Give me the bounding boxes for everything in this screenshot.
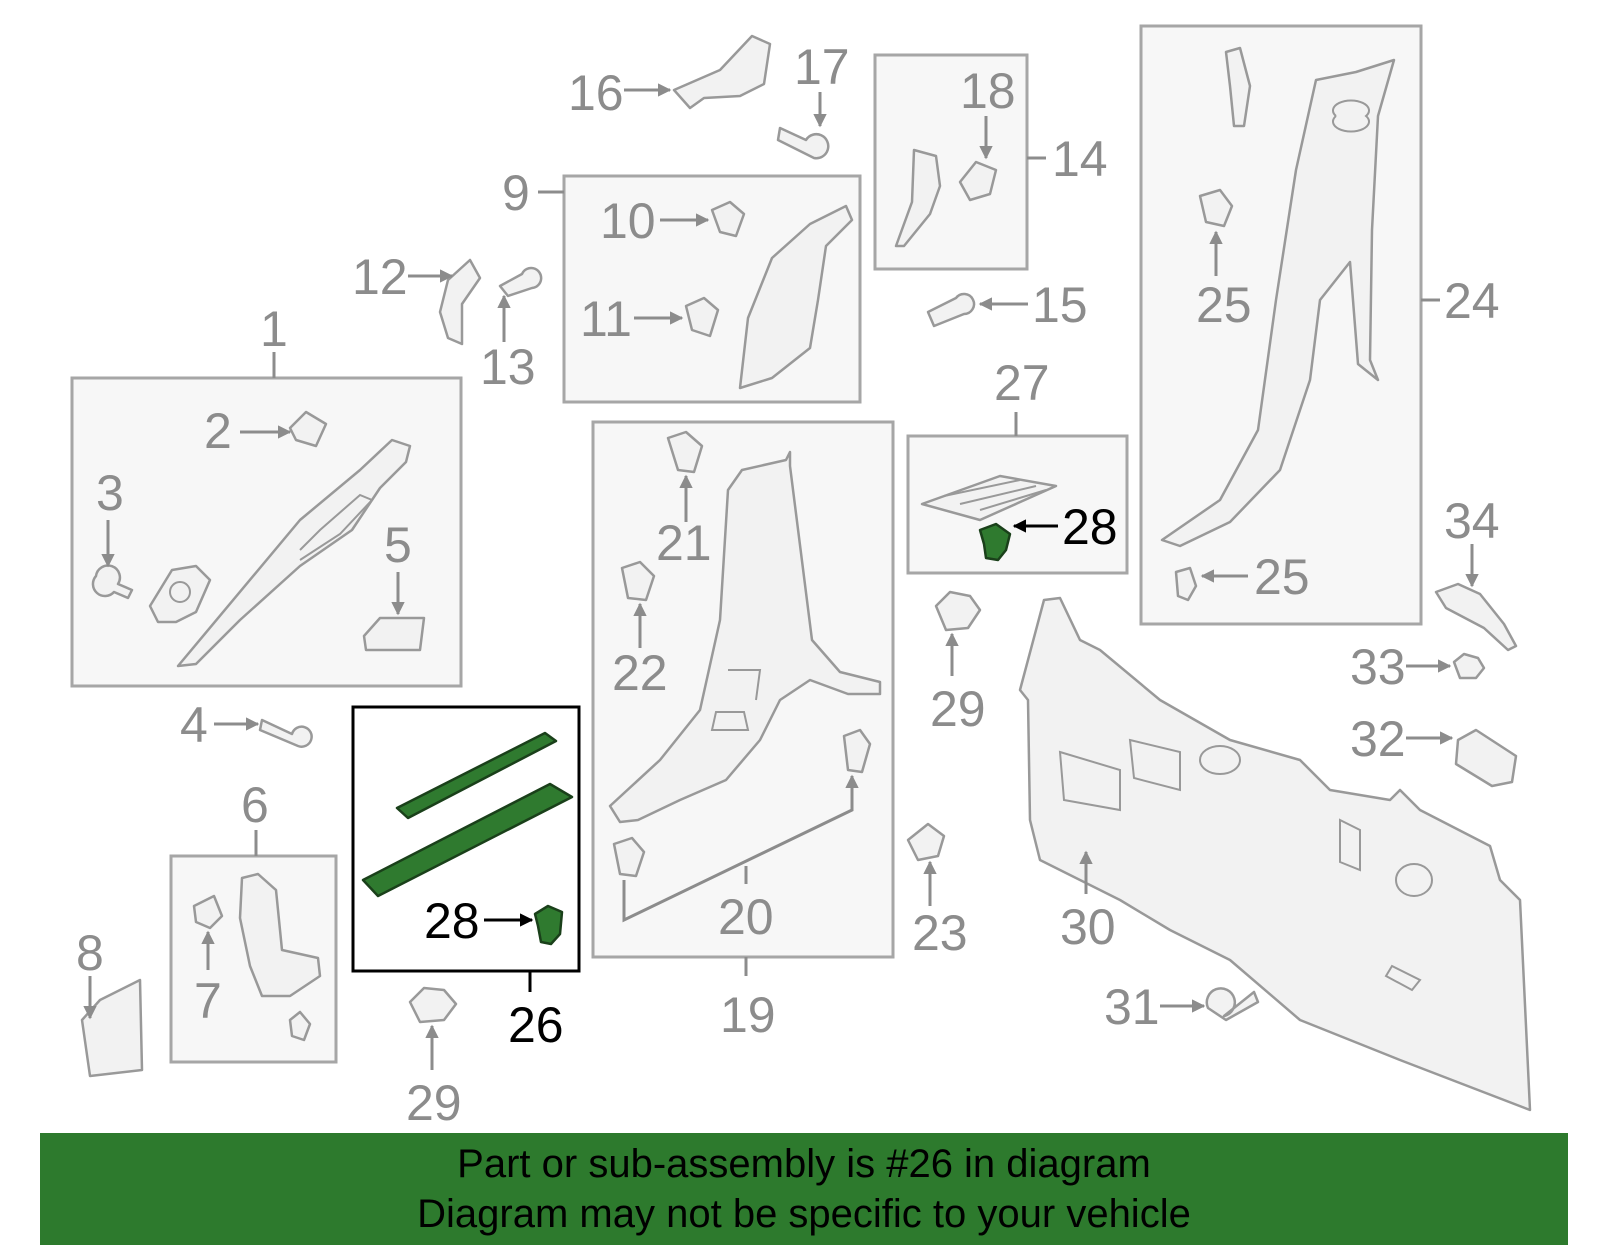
callout-29-upper: 29 xyxy=(930,681,986,737)
part-8-bracket xyxy=(80,978,144,1078)
callout-30: 30 xyxy=(1060,899,1116,955)
part-5-cover xyxy=(362,616,426,652)
part-30-detail-e xyxy=(1339,818,1361,872)
part-1-speaker-hole xyxy=(169,581,191,603)
part-9-b-pillar-trim xyxy=(738,204,854,390)
callout-3: 3 xyxy=(96,465,124,521)
part-25-clip-b xyxy=(1174,566,1198,602)
callout-32: 32 xyxy=(1350,711,1406,767)
callout-7: 7 xyxy=(194,973,222,1029)
part-32-grommet xyxy=(1454,728,1518,788)
callout-16: 16 xyxy=(568,65,624,121)
callout-17: 17 xyxy=(794,39,850,95)
part-23-clip xyxy=(906,822,946,862)
part-33-nut xyxy=(1452,652,1486,680)
part-20-b-pillar-lower xyxy=(608,450,882,824)
callout-8: 8 xyxy=(76,925,104,981)
callout-10: 10 xyxy=(600,193,656,249)
callout-15: 15 xyxy=(1032,277,1088,333)
part-17-bolt xyxy=(776,126,830,160)
part-20-clip-b xyxy=(612,836,646,878)
part-30-detail-c xyxy=(1199,745,1242,775)
callout-4: 4 xyxy=(180,697,208,753)
part-1-speaker xyxy=(148,564,212,624)
part-24-clip-top xyxy=(1224,46,1252,128)
part-2-clip xyxy=(288,410,328,448)
callout-25-b: 25 xyxy=(1254,549,1310,605)
part-12-bracket xyxy=(438,258,482,346)
part-1-a-pillar-trim xyxy=(176,438,412,668)
callout-33: 33 xyxy=(1350,639,1406,695)
part-26-scuff-plate-lower xyxy=(361,782,574,898)
info-banner: Part or sub-assembly is #26 in diagram D… xyxy=(40,1133,1568,1245)
part-21-clip xyxy=(666,430,704,474)
banner-line-2: Diagram may not be specific to your vehi… xyxy=(417,1192,1191,1236)
callout-23: 23 xyxy=(912,905,968,961)
part-10-clip xyxy=(710,200,746,238)
part-29-clip-upper xyxy=(934,590,982,632)
callout-14: 14 xyxy=(1052,131,1108,187)
callout-9: 9 xyxy=(502,165,530,221)
part-1-detail xyxy=(299,493,374,561)
callout-20: 20 xyxy=(718,889,774,945)
callout-1: 1 xyxy=(260,301,288,357)
callout-25-a: 25 xyxy=(1196,277,1252,333)
part-22-clip xyxy=(620,560,656,602)
part-14-handle xyxy=(894,148,942,248)
part-24-detail xyxy=(1332,99,1370,133)
part-24-quarter-trim xyxy=(1160,58,1396,548)
callout-28-in-26: 28 xyxy=(424,893,480,949)
part-31-pin xyxy=(1205,987,1260,1022)
part-20-detail xyxy=(710,669,762,731)
callout-24: 24 xyxy=(1444,273,1500,329)
parts-diagram: 1 2 3 4 5 6 7 8 9 10 11 12 13 14 15 16 1… xyxy=(70,24,1532,1130)
part-6-clip xyxy=(288,1010,312,1042)
callout-22: 22 xyxy=(612,645,668,701)
part-29-clip-lower xyxy=(408,986,458,1024)
part-30-detail-d xyxy=(1395,863,1434,897)
part-4-bolt xyxy=(258,718,313,748)
callout-26: 26 xyxy=(508,997,564,1053)
part-6-trim xyxy=(238,872,322,998)
part-20-clip-a xyxy=(842,728,872,774)
callout-6: 6 xyxy=(241,777,269,833)
callout-13: 13 xyxy=(480,339,536,395)
callout-11: 11 xyxy=(580,291,632,347)
callout-5: 5 xyxy=(384,517,412,573)
callout-21: 21 xyxy=(656,515,712,571)
callout-19: 19 xyxy=(720,987,776,1043)
part-30-back-panel xyxy=(1018,596,1532,1112)
part-30-detail-f xyxy=(1384,964,1422,992)
part-26-scuff-plate-upper xyxy=(395,731,558,820)
part-13-bolt xyxy=(498,266,543,298)
part-28-clip-in-27 xyxy=(978,522,1012,562)
callout-12: 12 xyxy=(352,249,408,305)
part-27-detail xyxy=(943,479,1047,511)
callout-31: 31 xyxy=(1104,979,1160,1035)
part-7-clip xyxy=(192,894,224,930)
leader-20 xyxy=(622,774,859,923)
part-30-detail-b xyxy=(1128,738,1181,792)
callout-18: 18 xyxy=(960,63,1016,119)
part-16-bracket xyxy=(672,34,772,110)
part-18-clip xyxy=(958,160,998,202)
callout-28-in-27: 28 xyxy=(1062,499,1118,555)
part-25-clip-a xyxy=(1198,188,1234,228)
part-11-clip xyxy=(684,296,720,338)
callout-27: 27 xyxy=(994,355,1050,411)
part-15-bolt xyxy=(926,292,976,328)
part-34-bracket xyxy=(1434,582,1518,652)
part-28-clip-in-26 xyxy=(533,904,564,946)
callout-29-lower: 29 xyxy=(406,1075,462,1130)
banner-line-1: Part or sub-assembly is #26 in diagram xyxy=(457,1142,1151,1186)
callout-2: 2 xyxy=(204,403,232,459)
part-30-detail-a xyxy=(1058,750,1121,812)
callout-34: 34 xyxy=(1444,493,1500,549)
